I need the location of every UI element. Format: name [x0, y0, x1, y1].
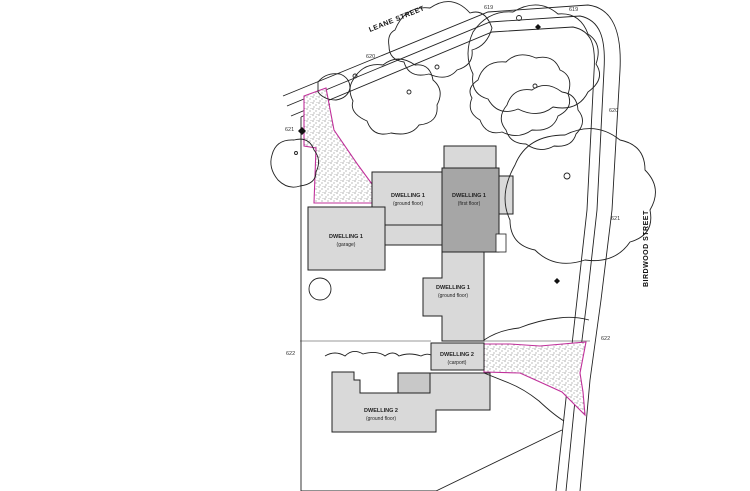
shrub-line	[324, 351, 432, 357]
dwelling-2-ground-label: DWELLING 2	[364, 408, 398, 414]
dwelling-1-garage-label: DWELLING 1	[329, 234, 363, 240]
dwelling-2-carport-block	[430, 342, 485, 371]
dwelling-1-first-label: DWELLING 1	[452, 193, 486, 199]
dwelling-1-south-label: DWELLING 1	[436, 285, 470, 291]
trees	[270, 1, 656, 422]
dwelling-1-link-block	[384, 224, 443, 246]
tree-trunk	[294, 151, 298, 155]
dwelling-2-courtyard-block	[397, 372, 431, 394]
level-label: 621	[285, 127, 294, 133]
tree-trunk	[563, 172, 571, 180]
dwelling-1-upper-roof	[443, 145, 497, 169]
level-label: 622	[601, 336, 610, 342]
tree-canopy	[504, 128, 656, 264]
tree-trunk	[352, 73, 358, 79]
tree-trunk	[532, 83, 538, 89]
tree-canopy	[349, 58, 441, 135]
dwelling-1-east-wing	[498, 175, 514, 215]
birdwood-street-label: BIRDWOOD STREET	[643, 210, 650, 287]
dwelling-1-garage-block	[307, 206, 386, 271]
dwelling-2-ground-sublabel: (ground floor)	[366, 416, 396, 422]
tree-trunk	[434, 64, 440, 70]
dwelling-2-carport-sublabel: (carport)	[448, 360, 467, 366]
survey-marker-icon	[298, 24, 560, 284]
shrub-line	[483, 372, 565, 422]
tree-canopy	[500, 85, 583, 150]
dwelling-1-ground-label: DWELLING 1	[391, 193, 425, 199]
dwelling-1-first-sublabel: (first floor)	[458, 201, 481, 207]
level-label: 620	[366, 54, 375, 60]
tree-trunk	[406, 89, 412, 95]
level-label: 621	[611, 216, 620, 222]
tree-canopy	[270, 138, 319, 188]
level-label: 619	[484, 5, 493, 11]
level-label: 619	[569, 7, 578, 13]
tree-canopy	[317, 73, 351, 101]
tree-trunk	[516, 15, 522, 21]
dwelling-1-garage-sublabel: (garage)	[337, 242, 356, 248]
dwelling-1-ground-sublabel: (ground floor)	[393, 201, 423, 207]
level-label: 622	[286, 351, 295, 357]
shrub-line	[483, 316, 590, 341]
leane-street-road-edges	[282, 4, 621, 491]
level-label: 620	[609, 108, 618, 114]
buildings	[307, 145, 514, 433]
dwelling-1-ground-floor-south-block	[422, 251, 485, 342]
tree-canopy	[467, 4, 601, 114]
landscape-area-north	[303, 87, 373, 204]
dwelling-1-stair	[495, 233, 507, 253]
dwelling-1-first-floor-block	[441, 167, 500, 253]
landscape-area-east	[483, 341, 587, 417]
tree-canopy	[469, 54, 571, 136]
round-feature	[308, 277, 332, 301]
leane-street-label: LEANE STREET	[368, 5, 426, 34]
dwelling-1-south-sublabel: (ground floor)	[438, 293, 468, 299]
dwelling-2-carport-label: DWELLING 2	[440, 352, 474, 358]
